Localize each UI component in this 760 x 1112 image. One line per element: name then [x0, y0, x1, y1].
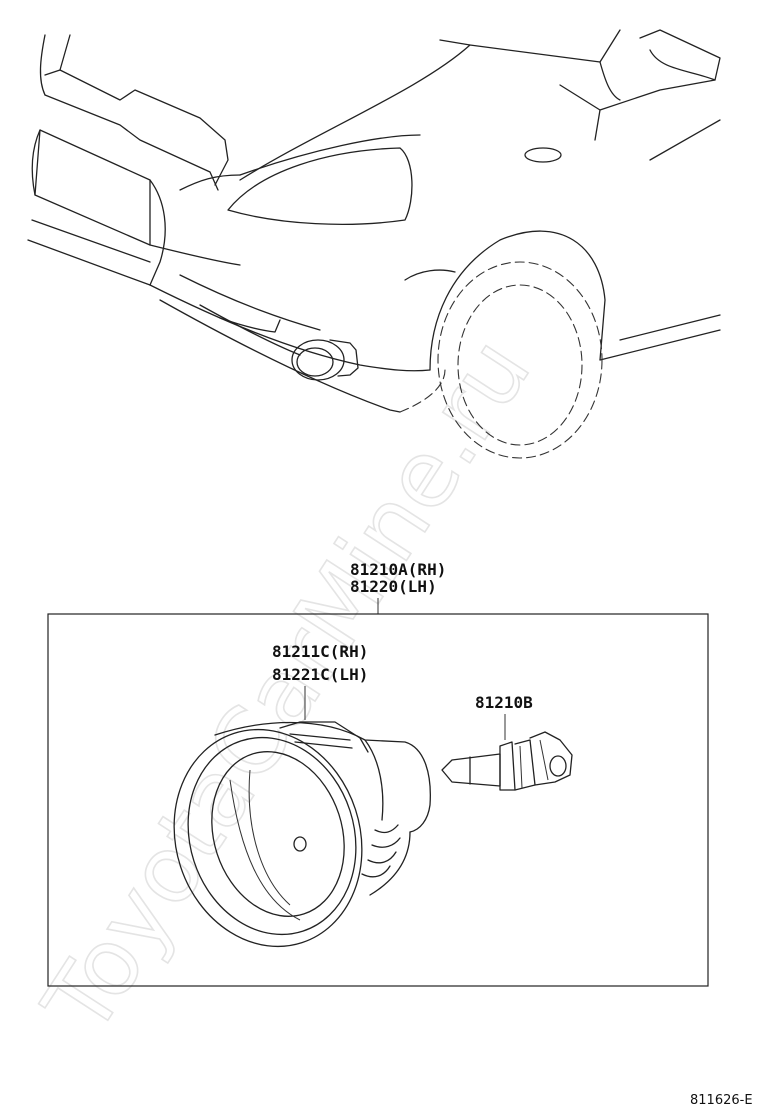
fog-lamp-housing-drawing: [173, 721, 431, 948]
fog-lamp-bulb-drawing: [441, 731, 573, 791]
housing-part-rh-label: 81211C(RH): [272, 642, 368, 661]
assembly-part-lh-label: 81220(LH): [350, 577, 437, 596]
illustration-code: 811626-E: [690, 1093, 753, 1108]
bulb-part-label: 81210B: [475, 693, 533, 712]
assembly-part-rh-label: 81210A(RH): [350, 560, 446, 579]
parts-box: [47, 613, 709, 987]
watermark-text: ToyotaCarMine.ru: [23, 320, 551, 1053]
car-front-illustration: [27, 29, 721, 459]
housing-part-lh-label: 81221C(LH): [272, 665, 368, 684]
